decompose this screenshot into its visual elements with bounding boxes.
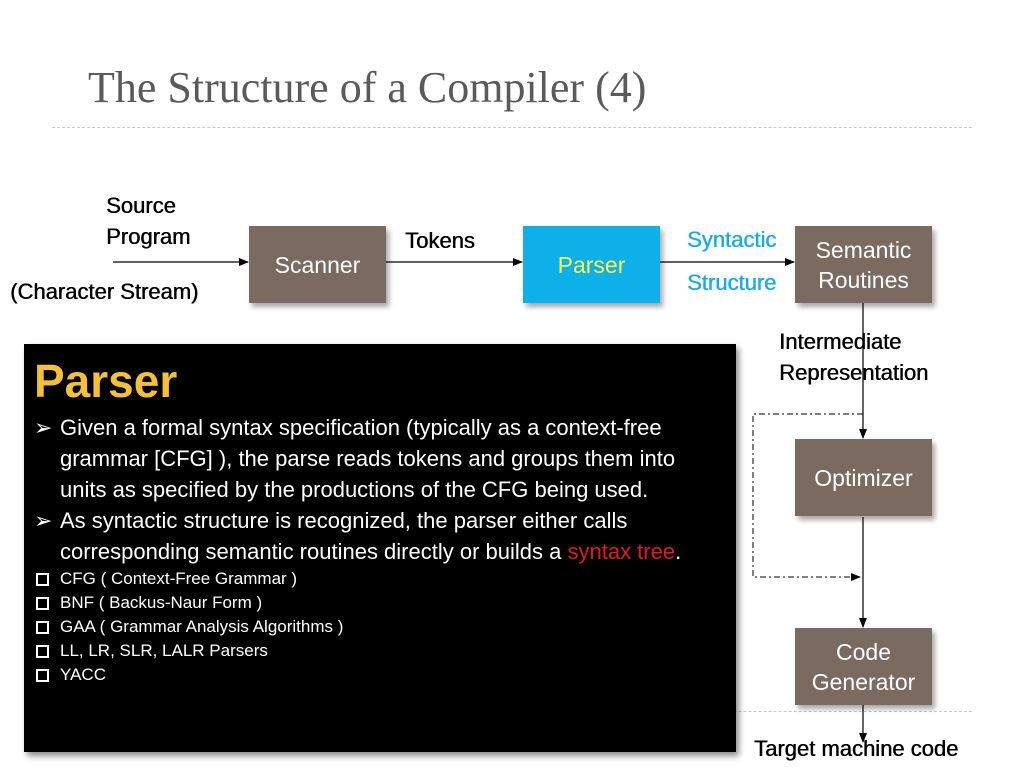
bullet-item: ➢ As syntactic structure is recognized, … [34, 505, 726, 567]
list-item: LL, LR, SLR, LALR Parsers [34, 639, 726, 663]
arrow-bullet-icon: ➢ [34, 508, 53, 533]
structure-label: Structure [687, 270, 777, 295]
square-bullet-icon [36, 597, 49, 610]
square-bullet-icon [36, 621, 49, 634]
semantic-routines-box: Semantic Routines [795, 226, 932, 303]
tokens-label: Tokens [405, 228, 475, 253]
list-item: YACC [34, 663, 726, 687]
list-item: BNF ( Backus-Naur Form ) [34, 591, 726, 615]
character-stream-label: (Character Stream) [10, 279, 199, 304]
source-program-label: Source Program [106, 193, 191, 249]
optimizer-box: Optimizer [795, 439, 932, 516]
bullet-item: ➢ Given a formal syntax specification (t… [34, 412, 726, 505]
slide-title: The Structure of a Compiler (4) [88, 63, 647, 112]
parser-info-panel: Parser ➢ Given a formal syntax specifica… [24, 344, 736, 752]
syntactic-label: Syntactic [687, 227, 777, 252]
arrow-bullet-icon: ➢ [34, 415, 53, 440]
square-bullet-icon [36, 573, 49, 586]
code-generator-box: Code Generator [795, 628, 932, 705]
parser-box: Parser [523, 226, 660, 303]
panel-heading: Parser [34, 355, 178, 407]
square-bullet-icon [36, 669, 49, 682]
target-machine-code-label: Target machine code [754, 736, 959, 761]
list-item: GAA ( Grammar Analysis Algorithms ) [34, 615, 726, 639]
square-bullet-icon [36, 645, 49, 658]
scanner-box: Scanner [249, 226, 386, 303]
optimizer-bypass-path [752, 413, 863, 581]
syntax-tree-highlight: syntax tree [567, 539, 676, 564]
list-item: CFG ( Context-Free Grammar ) [34, 567, 726, 591]
title-divider [52, 127, 972, 128]
intermediate-representation-label: Intermediate Representation [779, 329, 929, 385]
